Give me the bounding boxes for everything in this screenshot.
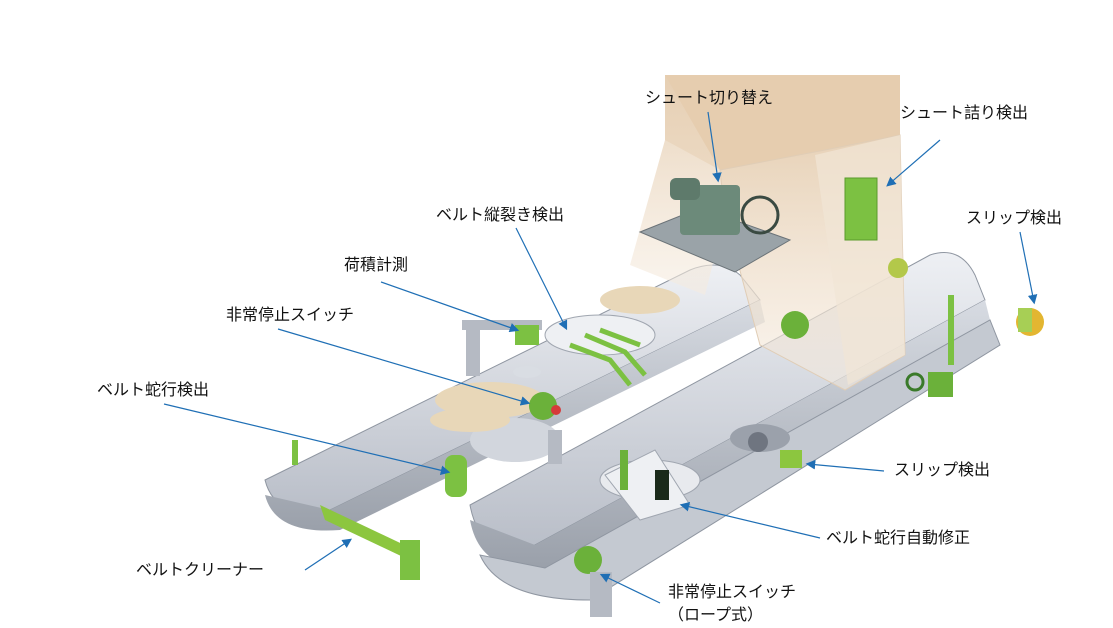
label-load-measure: 荷積計測	[344, 255, 409, 274]
chute-clog-device	[844, 177, 878, 241]
label-rope-stop-line2: （ロープ式）	[668, 605, 764, 624]
chute-switch-device	[638, 178, 792, 273]
load-measure-device	[513, 325, 541, 378]
label-chute-clog: シュート詰り検出	[900, 103, 1029, 122]
label-belt-rip: ベルト縦裂き検出	[436, 205, 565, 224]
slip-top-device	[1016, 308, 1044, 336]
label-emergency-stop: 非常停止スイッチ	[226, 305, 355, 324]
label-slip-mid: スリップ検出	[894, 460, 991, 479]
label-belt-drift-correct: ベルト蛇行自動修正	[826, 528, 971, 547]
right-side-devices	[781, 258, 954, 397]
belt-drift-device	[292, 440, 467, 497]
belt-cleaner-device	[320, 505, 420, 580]
leader-arrows	[163, 111, 1038, 604]
rope-stop-device	[574, 546, 612, 617]
label-slip-top: スリップ検出	[966, 208, 1063, 227]
label-rope-stop-line1: 非常停止スイッチ	[668, 582, 797, 601]
slip-mid-device	[780, 450, 802, 468]
material-pile	[430, 286, 680, 432]
belt-rip-device	[569, 327, 647, 387]
label-belt-drift: ベルト蛇行検出	[97, 380, 210, 399]
label-belt-cleaner: ベルトクリーナー	[136, 560, 265, 579]
label-chute-switch: シュート切り替え	[645, 88, 774, 107]
emergency-stop-device	[529, 392, 561, 420]
